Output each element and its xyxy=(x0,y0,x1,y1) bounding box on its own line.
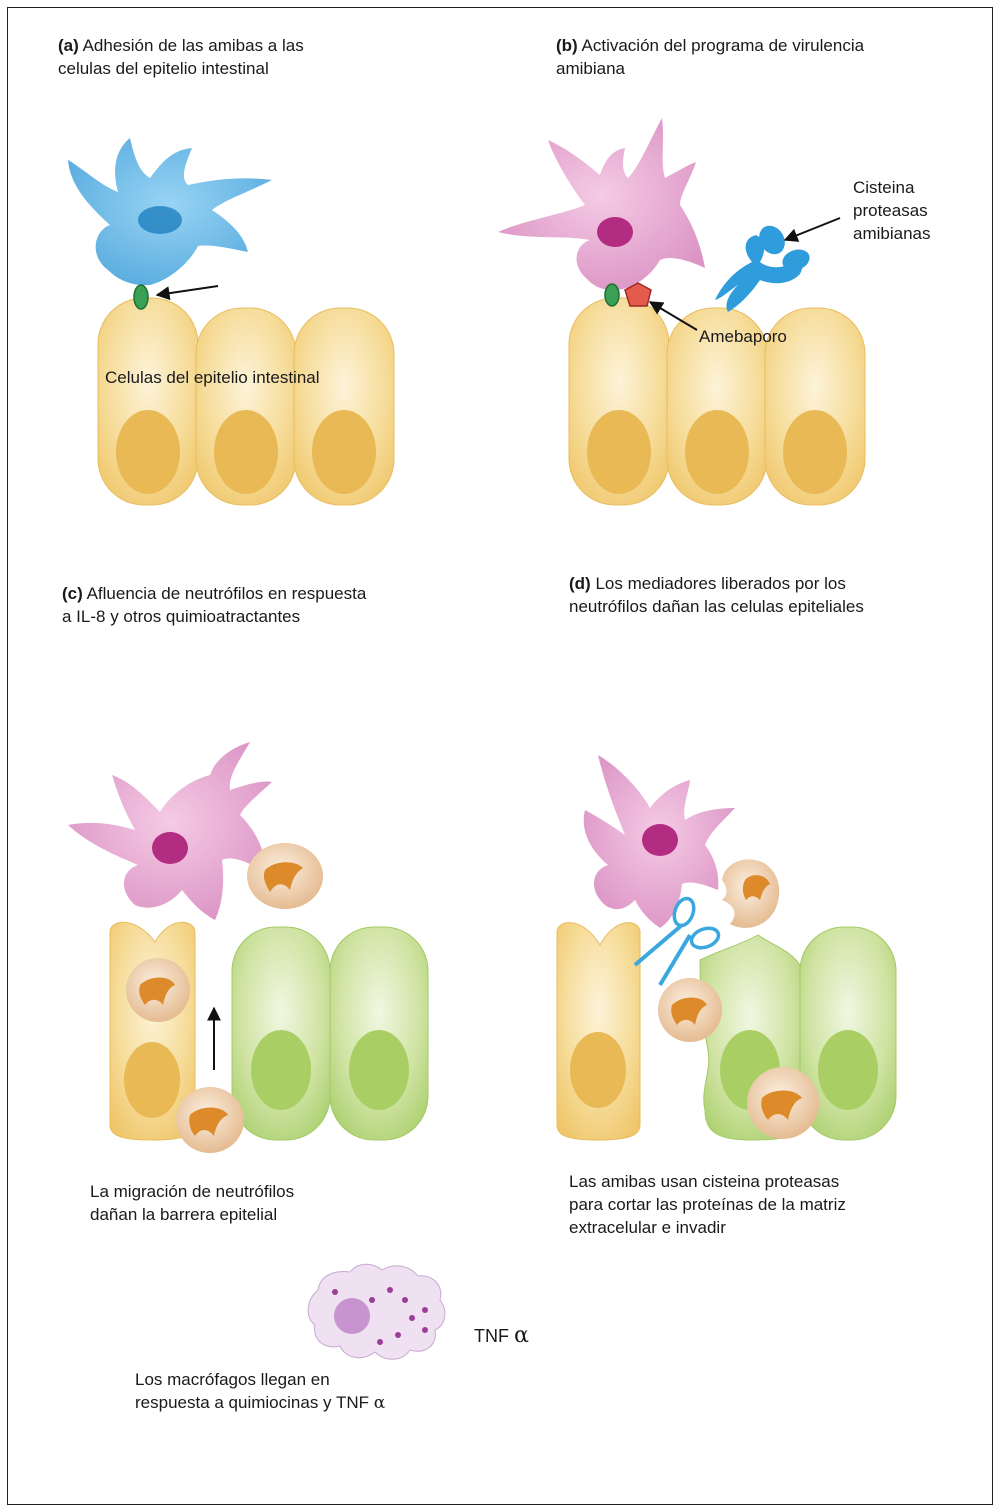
macrophage-caption-line2: respuesta a quimiocinas y TNF xyxy=(135,1393,369,1412)
amebapore-label: Amebaporo xyxy=(699,325,787,348)
panel-a-title-line2: celulas del epitelio intestinal xyxy=(58,59,269,78)
neutrophil-c1 xyxy=(247,843,323,909)
panel-c-caption-line1: La migración de neutrófilos xyxy=(90,1182,294,1201)
panel-b xyxy=(498,118,865,505)
panel-c-title-line2: a IL-8 y otros quimioatractantes xyxy=(62,607,300,626)
panel-d-caption: Las amibas usan cisteina proteasas para … xyxy=(569,1170,846,1239)
panel-c-letter: (c) xyxy=(62,584,83,603)
panel-a-letter: (a) xyxy=(58,36,79,55)
amoeba-pink-d xyxy=(584,755,735,928)
protease-label-line1: Cisteina xyxy=(853,178,914,197)
amoeba-blue xyxy=(68,138,272,285)
adhesion-lectin xyxy=(134,285,148,309)
panel-b-title: (b) Activación del programa de virulenci… xyxy=(556,34,864,80)
neutrophil-d2 xyxy=(658,978,722,1042)
panel-b-title-line1: Activación del programa de virulencia xyxy=(582,36,865,55)
epithelial-cell-c2 xyxy=(232,927,330,1140)
panel-d-title: (d) Los mediadores liberados por los neu… xyxy=(569,572,864,618)
panel-d-caption-line2: para cortar las proteínas de la matriz xyxy=(569,1195,846,1214)
epithelial-cell-a1 xyxy=(98,298,198,505)
panel-c-caption: La migración de neutrófilos dañan la bar… xyxy=(90,1180,294,1226)
macrophage-icon xyxy=(308,1264,445,1359)
amoeba-pink-b xyxy=(498,118,705,290)
protease-label: Cisteina proteasas amibianas xyxy=(853,176,931,245)
tnf-text: TNF xyxy=(474,1326,509,1346)
arrow-a xyxy=(157,286,218,295)
panel-b-title-line2: amibiana xyxy=(556,59,625,78)
panel-d-title-line2: neutrófilos dañan las celulas epiteliale… xyxy=(569,597,864,616)
panel-c-title: (c) Afluencia de neutrófilos en respuest… xyxy=(62,582,366,628)
epithelial-cell-a2 xyxy=(196,308,296,505)
panel-d xyxy=(557,755,896,1140)
tnf-alpha-symbol: α xyxy=(514,1323,529,1348)
panel-d-title-line1: Los mediadores liberados por los xyxy=(595,574,845,593)
panel-a-title-line1: Adhesión de las amibas a las xyxy=(83,36,304,55)
panel-c-caption-line2: dañan la barrera epitelial xyxy=(90,1205,277,1224)
epithelial-cell-a3 xyxy=(294,308,394,505)
panel-d-letter: (d) xyxy=(569,574,591,593)
panel-c xyxy=(68,742,428,1153)
epithelial-cells-label: Celulas del epitelio intestinal xyxy=(105,366,320,389)
protease-label-line3: amibianas xyxy=(853,224,931,243)
protease-label-line2: proteasas xyxy=(853,201,928,220)
panel-d-caption-line3: extracelular e invadir xyxy=(569,1218,726,1237)
macrophage-caption-alpha: α xyxy=(374,1393,385,1413)
epithelial-cell-c3 xyxy=(330,927,428,1140)
panel-a xyxy=(68,138,394,505)
panel-a-title: (a) Adhesión de las amibas a las celulas… xyxy=(58,34,304,80)
panel-b-letter: (b) xyxy=(556,36,578,55)
macrophage-caption: Los macrófagos llegan en respuesta a qui… xyxy=(135,1368,385,1415)
neutrophil-d3 xyxy=(747,1067,819,1139)
tnf-alpha-label: TNF α xyxy=(474,1324,529,1348)
neutrophil-c3 xyxy=(176,1087,244,1153)
neutrophil-c2 xyxy=(126,958,190,1022)
epithelial-cell-b1 xyxy=(569,298,669,505)
macrophage-caption-line1: Los macrófagos llegan en xyxy=(135,1370,330,1389)
adhesion-lectin-b xyxy=(605,284,619,306)
epithelial-cell-d1 xyxy=(557,923,640,1140)
panel-d-caption-line1: Las amibas usan cisteina proteasas xyxy=(569,1172,839,1191)
panel-c-title-line1: Afluencia de neutrófilos en respuesta xyxy=(87,584,367,603)
arrow-protease xyxy=(785,218,840,240)
amoeba-pink-c xyxy=(68,742,272,920)
neutrophil-d1-damaged xyxy=(722,859,779,928)
